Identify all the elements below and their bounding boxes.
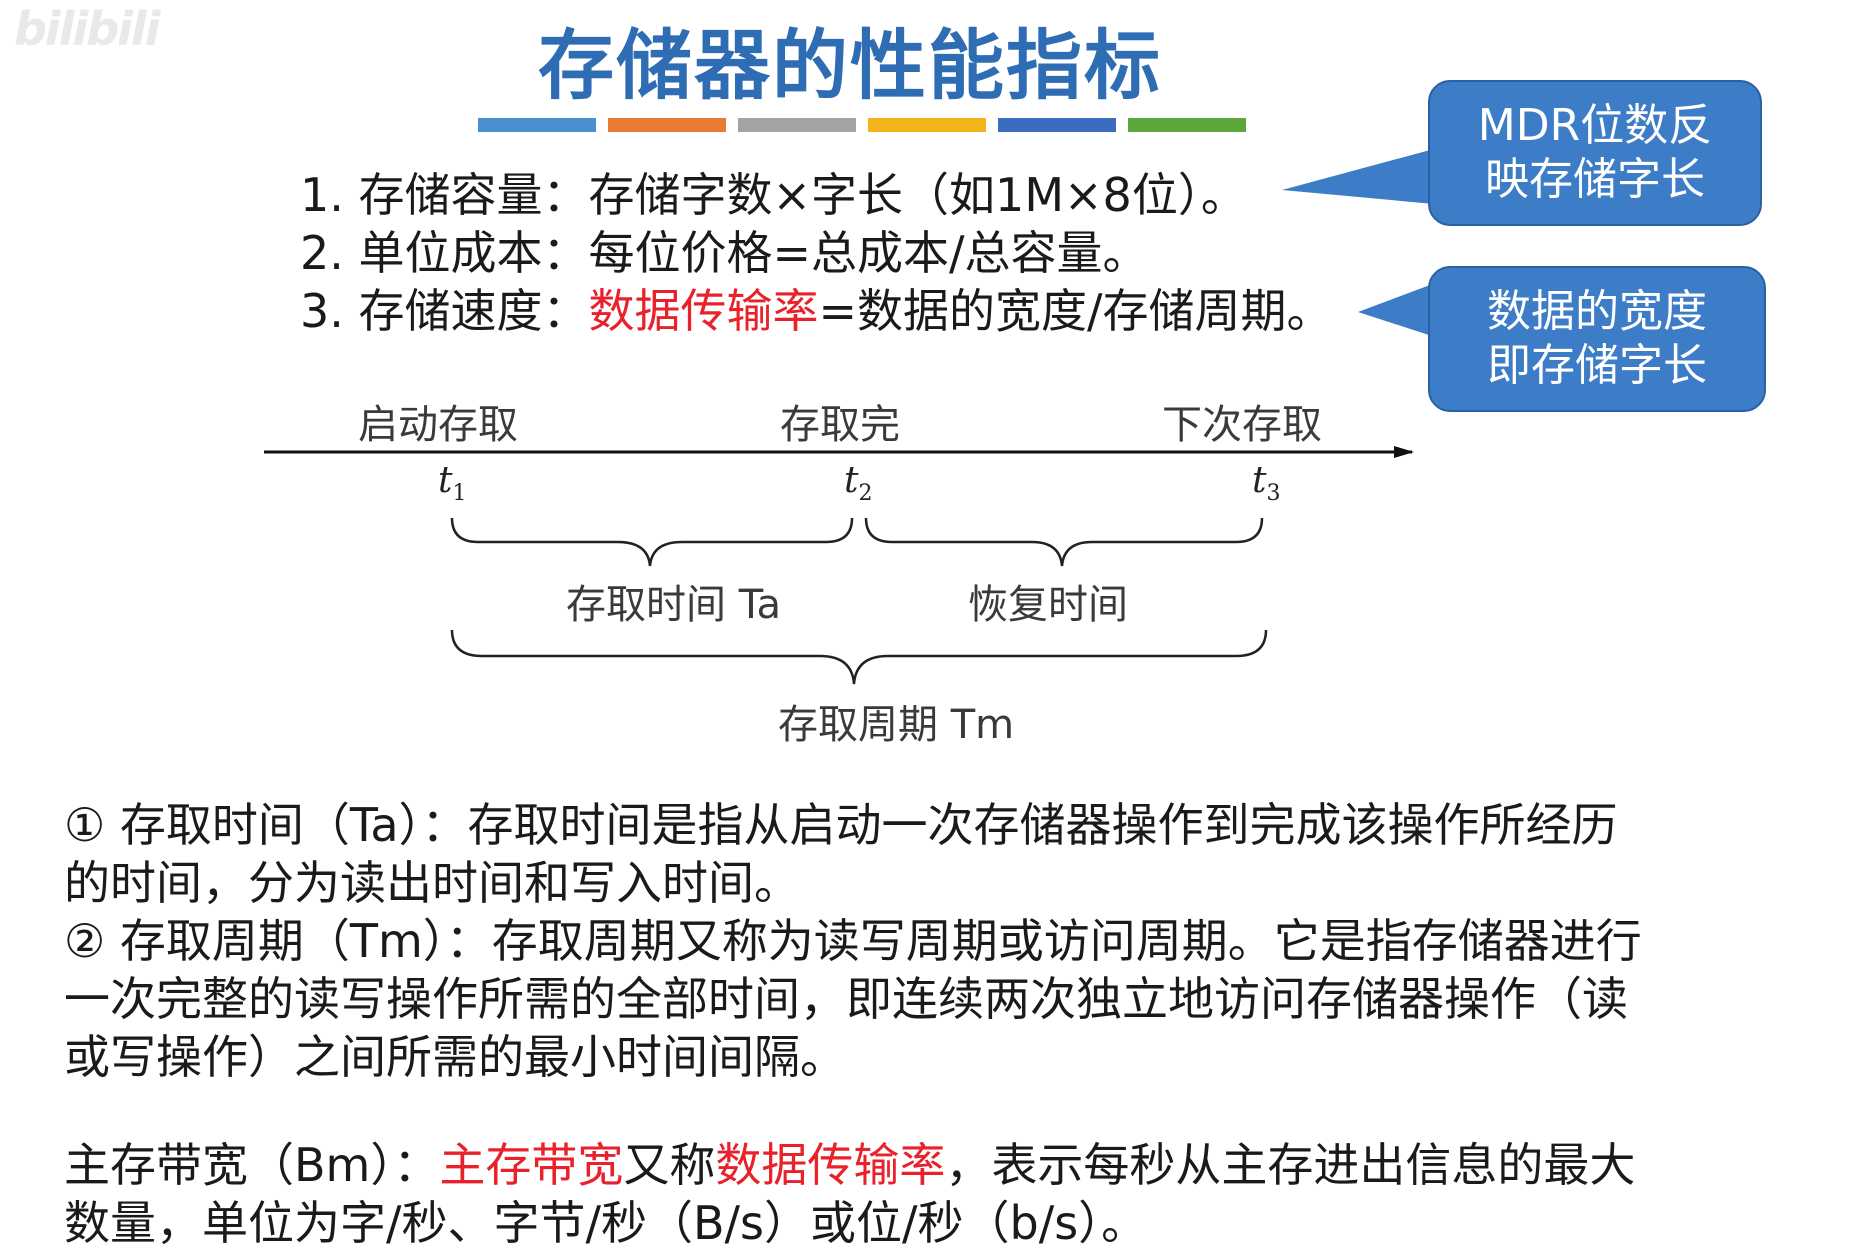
callout-mdr: MDR位数反映存储字长	[1428, 80, 1762, 226]
label-access-done: 存取完	[780, 402, 900, 448]
para-cycle-time-line1: ② 存取周期（Tm）：存取周期又称为读写周期或访问周期。它是指存储器进行	[64, 914, 1642, 968]
label-next-access: 下次存取	[1162, 402, 1322, 448]
metric-speed-highlight: 数据传输率	[588, 284, 819, 338]
para-bandwidth-hl2: 数据传输率	[715, 1138, 946, 1192]
para-bandwidth-line2: 数量，单位为字/秒、字节/秒（B/s）或位/秒（b/s）。	[64, 1196, 1148, 1250]
time-t1: t1	[438, 460, 467, 507]
time-t2: t2	[844, 460, 873, 507]
color-segment-6	[1128, 118, 1246, 132]
metric-speed: 3. 存储速度：数据传输率=数据的宽度/存储周期。	[300, 282, 1333, 340]
brace-cycle-time	[450, 629, 1268, 685]
para-access-time: ① 存取时间（Ta）：存取时间是指从启动一次存储器操作到完成该操作所经历 的时间…	[64, 796, 1764, 912]
page-title: 存储器的性能指标	[538, 21, 1162, 110]
brace-recovery-time	[864, 517, 1264, 567]
color-segment-4	[868, 118, 986, 132]
callout-width-line1: 数据的宽度	[1487, 286, 1707, 337]
para-access-time-line1: ① 存取时间（Ta）：存取时间是指从启动一次存储器操作到完成该操作所经历	[64, 798, 1618, 852]
time-t3: t3	[1252, 460, 1281, 507]
color-segment-5	[998, 118, 1116, 132]
para-cycle-time-line3: 或写操作）之间所需的最小时间间隔。	[64, 1030, 846, 1084]
label-start-access: 启动存取	[358, 402, 518, 448]
color-segment-2	[608, 118, 726, 132]
callout-mdr-line2: 映存储字长	[1484, 154, 1705, 205]
color-bar	[478, 118, 1246, 132]
para-bandwidth-prefix: 主存带宽（Bm）：	[64, 1138, 440, 1192]
label-recovery-time: 恢复时间	[968, 582, 1128, 628]
label-cycle-time: 存取周期 Tm	[778, 702, 1015, 748]
callout-mdr-pointer	[1282, 146, 1445, 205]
para-bandwidth-rest: ，表示每秒从主存进出信息的最大	[945, 1138, 1636, 1192]
callout-width: 数据的宽度即存储字长	[1428, 266, 1766, 412]
metric-speed-prefix: 3. 存储速度：	[300, 284, 589, 338]
color-segment-1	[478, 118, 596, 132]
para-bandwidth-mid: 又称	[623, 1138, 716, 1192]
metric-cost: 2. 单位成本：每位价格=总成本/总容量。	[300, 226, 1149, 280]
para-cycle-time: ② 存取周期（Tm）：存取周期又称为读写周期或访问周期。它是指存储器进行 一次完…	[64, 912, 1764, 1086]
metric-list: 1. 存储容量：存储字数×字长（如1M×8位）。 2. 单位成本：每位价格=总成…	[300, 166, 1333, 340]
para-bandwidth-line1: 主存带宽（Bm）：主存带宽又称数据传输率，表示每秒从主存进出信息的最大	[64, 1136, 1764, 1194]
callout-width-pointer	[1358, 282, 1438, 338]
para-cycle-time-line2: 一次完整的读写操作所需的全部时间，即连续两次独立地访问存储器操作（读	[64, 972, 1628, 1026]
metric-capacity: 1. 存储容量：存储字数×字长（如1M×8位）。	[300, 168, 1247, 222]
callout-mdr-line1: MDR位数反	[1477, 100, 1713, 151]
para-access-time-line2: 的时间，分为读出时间和写入时间。	[64, 856, 800, 910]
brace-access-time	[450, 517, 854, 567]
metric-speed-rest: =数据的宽度/存储周期。	[818, 284, 1333, 338]
watermark-logo: bilibili	[14, 2, 160, 56]
para-bandwidth-hl1: 主存带宽	[439, 1138, 624, 1192]
label-access-time: 存取时间 Ta	[566, 582, 782, 628]
color-segment-3	[738, 118, 856, 132]
callout-width-line2: 即存储字长	[1487, 340, 1707, 391]
para-bandwidth: 主存带宽（Bm）：主存带宽又称数据传输率，表示每秒从主存进出信息的最大 数量，单…	[64, 1136, 1764, 1252]
